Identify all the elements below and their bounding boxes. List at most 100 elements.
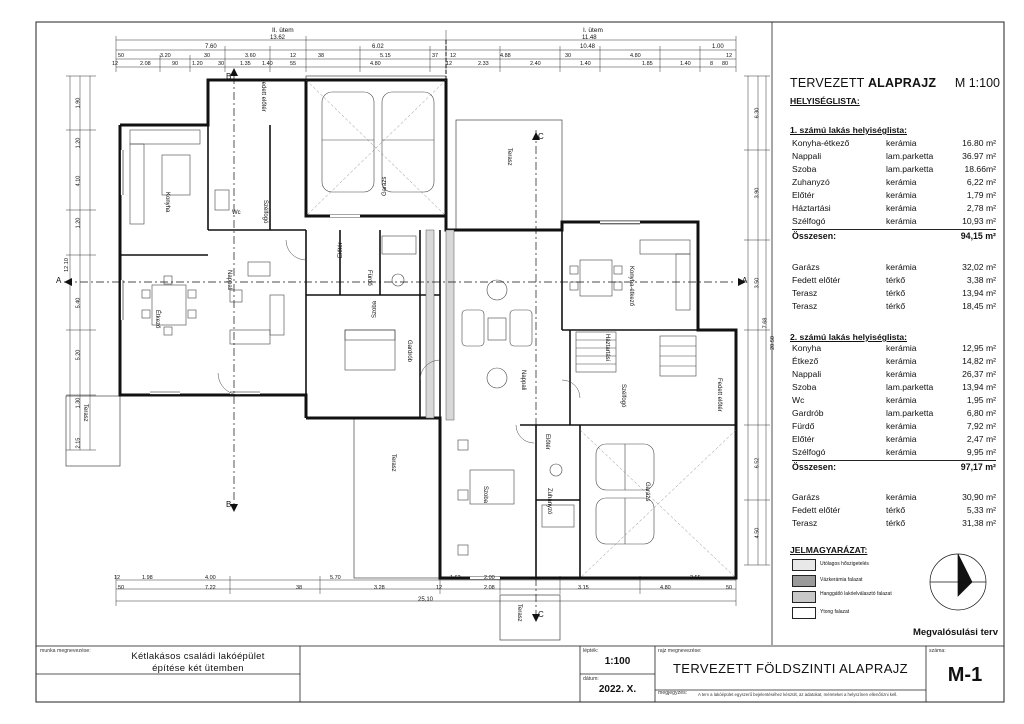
room-label-eloter2: Előtér	[544, 434, 550, 450]
dim-right-6: 4.50	[754, 527, 761, 539]
section-lines	[64, 76, 736, 620]
stage-label-left: II. ütem	[272, 27, 294, 34]
room-label-nappali2: Nappali	[520, 370, 526, 391]
legend-heading: JELMAGYARÁZAT:	[790, 545, 868, 555]
dim-right-2: 3.50	[754, 277, 761, 289]
room-label-etkezo1: Étkező	[154, 310, 160, 329]
left-dimension-chains	[66, 75, 96, 451]
dim-right-4: 20.50	[769, 336, 776, 350]
dim-top-3-6: 5.15	[380, 53, 391, 59]
dim-top-4-5: 1.35	[240, 61, 251, 67]
dim-top-3-2: 30	[204, 53, 211, 59]
room-label-haztartasi: Háztartási	[604, 334, 610, 362]
dim-bot-1-5: 2.00	[484, 575, 495, 581]
date-label: dátum:	[583, 676, 599, 682]
dim-bot-2-7: 4.80	[660, 585, 671, 591]
dim-top-3-9: 4.88	[500, 53, 511, 59]
dim-top-2d: 1.00	[712, 44, 724, 50]
dim-bot-total: 25,10	[418, 597, 434, 603]
work-name-line1: Kétlakásos családi lakóépület	[131, 651, 265, 662]
room-label-terasz4: Terasz	[516, 604, 522, 622]
dim-top-4-6: 1.40	[262, 61, 273, 67]
dim-bot-1-1: 1.98	[142, 575, 153, 581]
dim-bot-2-3: 3.28	[374, 585, 385, 591]
dim-top-4-15: 8	[710, 61, 714, 67]
legend-swatch	[792, 591, 816, 603]
unit2-divider	[792, 460, 996, 461]
dim-top-4-4: 30	[218, 61, 225, 67]
dim-top-4-3: 1.20	[192, 61, 203, 67]
plan-status: Megvalósulási terv	[912, 627, 998, 638]
dim-top-3-3: 3.60	[245, 53, 256, 59]
unit1-heading: 1. számú lakás helyiséglista:	[790, 125, 908, 135]
room-label-fedett1: Fedett előtér	[260, 78, 266, 112]
dim-top-4-8: 4.80	[370, 61, 381, 67]
title-block-frame	[35, 645, 1005, 703]
legend-swatch	[792, 575, 816, 587]
dim-top-3-7: 37	[432, 53, 439, 59]
dim-left-2: 4.10	[75, 175, 82, 187]
drawing-number: M-1	[947, 664, 983, 686]
dim-bot-2-8: 50	[726, 585, 733, 591]
dim-top-2a: 7.60	[205, 44, 217, 50]
room-label-szoba2: Szoba	[482, 486, 488, 504]
top-dimension-chains	[115, 30, 737, 72]
dim-top-3-0: 50	[118, 53, 125, 59]
bottom-dimension-chains	[115, 575, 737, 606]
dim-bot-2-4: 12	[436, 585, 443, 591]
dim-top-3-5: 38	[318, 53, 325, 59]
room-label-zuhanyzo: Zuhanyzó	[546, 488, 552, 515]
dim-top-total: 13.62	[270, 35, 286, 41]
dim-bot-1-4: 1.62	[450, 575, 461, 581]
dim-top-2c: 10.48	[580, 44, 596, 50]
section-mark-b-top: B	[226, 72, 232, 81]
dim-top-2b: 6.02	[372, 44, 384, 50]
dim-top-4-2: 90	[172, 61, 179, 67]
terrace-top-right-outline	[455, 119, 563, 231]
dim-bot-1-0: 12	[114, 575, 121, 581]
dim-top-4-1: 2.08	[140, 61, 151, 67]
dim-right-3: 7.68	[762, 317, 769, 329]
dim-bot-1-3: 5.70	[330, 575, 341, 581]
dim-top-4-13: 1.85	[642, 61, 653, 67]
north-arrow	[929, 553, 987, 611]
dim-left-7: 1.30	[75, 397, 82, 409]
section-mark-a-left: A	[56, 276, 62, 285]
room-label-garazs1: Garázs	[382, 176, 388, 196]
section-mark-c-top: C	[538, 132, 544, 141]
dim-left-3: 1.20	[75, 217, 82, 229]
dim-top-3-8: 12	[450, 53, 457, 59]
dim-top-total-right: 11.48	[582, 35, 597, 41]
drawing-name-label: rajz megnevezése:	[658, 648, 702, 654]
room-label-fedett2: Fedett előtér	[716, 378, 722, 412]
room-label-gardrob1: Gardrób	[406, 340, 412, 363]
work-name-label: munka megnevezése:	[40, 648, 91, 654]
dim-bot-1-2: 4.00	[205, 575, 216, 581]
dim-bot-2-5: 2.08	[484, 585, 495, 591]
garage-left-outline	[305, 75, 447, 217]
unit2-total-row: Összesen:97,17 m²	[792, 462, 996, 472]
note-text: A terv a lakóépület egyszerű bejelentésé…	[698, 692, 898, 697]
room-schedule-panel: TERVEZETT ALAPRAJZ M 1:100 HELYISÉGLISTA…	[790, 76, 1000, 638]
dim-left-0: 1.90	[75, 97, 82, 109]
dim-right-1: 3.90	[754, 187, 761, 199]
dim-bot-2-2: 38	[296, 585, 303, 591]
room-label-konyha1: Konyha	[164, 192, 170, 213]
stage-label-right: I. ütem	[583, 27, 603, 34]
